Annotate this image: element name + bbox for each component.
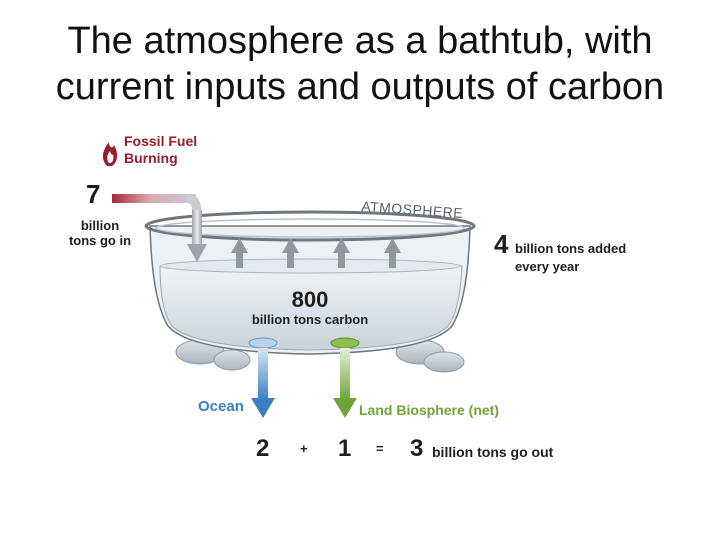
added-text-line-2: every year <box>515 259 580 274</box>
fossil-fuel-label: Fossil Fuel Burning <box>124 133 197 167</box>
equals-sign: = <box>376 441 384 456</box>
added-text-line-1: billion tons added <box>515 241 627 256</box>
ocean-value: 2 <box>256 435 270 462</box>
slide-title: The atmosphere as a bathtub, with curren… <box>0 18 720 110</box>
plus-sign: + <box>300 441 308 456</box>
tub-unit: billion tons carbon <box>251 312 369 327</box>
added-value: 4 <box>494 229 509 259</box>
ocean-label: Ocean <box>198 398 244 415</box>
land-outflow-arrow <box>333 348 357 418</box>
input-unit-line-2: tons go in <box>68 233 132 248</box>
tub-rim <box>144 210 476 242</box>
ocean-drain <box>248 337 278 349</box>
tub-value: 800 <box>291 287 329 312</box>
total-value: 3 <box>410 435 424 462</box>
land-value: 1 <box>338 435 352 462</box>
input-pipe <box>112 194 207 262</box>
fossil-fuel-label-line-2: Burning <box>124 150 178 166</box>
flame-icon <box>102 142 118 166</box>
total-text: billion tons go out <box>432 444 554 460</box>
land-drain <box>330 337 360 349</box>
rising-arrows <box>231 238 401 268</box>
input-unit-line-1: billion <box>80 218 120 233</box>
ocean-outflow-arrow <box>251 348 275 418</box>
added-text: billion tons added every year <box>515 240 626 276</box>
land-biosphere-label: Land Biosphere (net) <box>359 402 500 418</box>
title-line-1: The atmosphere as a bathtub, with <box>67 20 653 62</box>
input-unit: billion tons go in <box>64 218 136 248</box>
input-value: 7 <box>86 179 101 209</box>
title-line-2: current inputs and outputs of carbon <box>55 66 665 108</box>
fossil-fuel-label-line-1: Fossil Fuel <box>124 133 198 149</box>
